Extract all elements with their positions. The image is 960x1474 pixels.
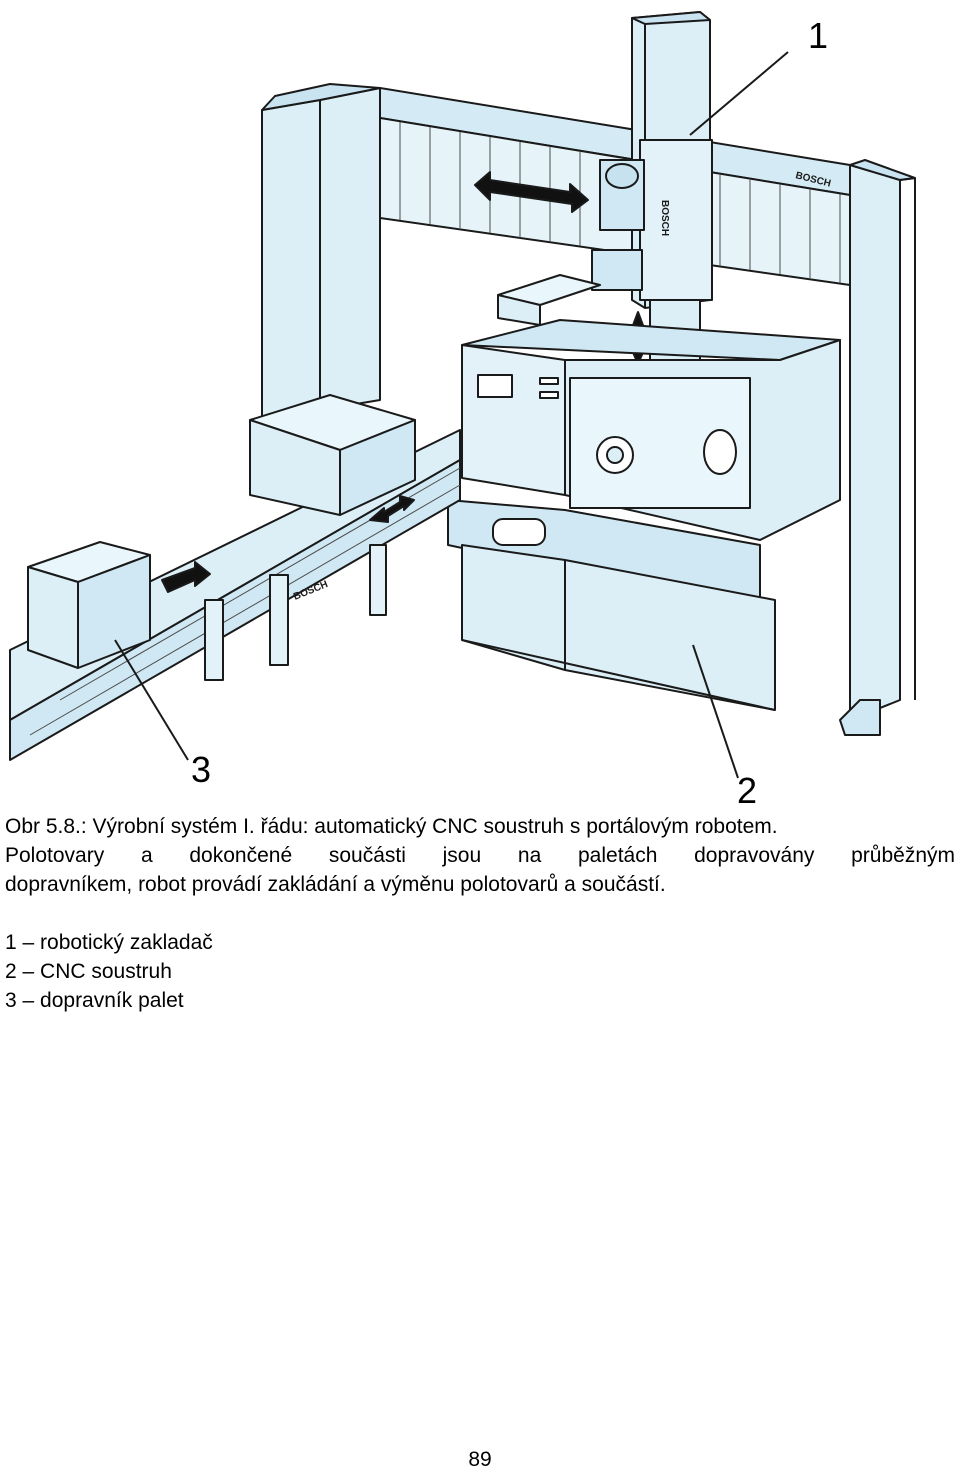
cnc-lathe [447,319,841,711]
pallet-conveyor [9,274,601,761]
legend-item: 1 – robotický zakladač [5,931,213,954]
caption-title: Obr 5.8.: Výrobní systém I. řádu: automa… [5,815,778,838]
illustration-drawing: BOSCH BOSCH BOSCH [9,11,916,779]
page-number: 89 [468,1448,492,1471]
figure-caption: Obr 5.8.: Výrobní systém I. řádu: automa… [5,812,955,899]
legend-item: 2 – CNC soustruh [5,960,172,983]
callout-leaders [114,51,789,779]
robot-vertical-axis [474,11,713,441]
callout-3: 3 [191,749,212,790]
legend-item: 3 – dopravník palet [5,989,184,1012]
callout-2: 2 [737,770,758,811]
caption-text-line-2: dopravníkem, robot provádí zakládání a v… [5,873,666,896]
caption-text-line-1: Polotovary a dokončené součásti jsou na … [5,844,955,867]
brand-mark-robot: BOSCH [659,200,670,236]
callout-1: 1 [808,15,829,56]
figure-legend: 1 – robotický zakladač 2 – CNC soustruh … [5,928,213,1015]
illustration-cnc-lathe-with-gantry-robot: BOSCH BOSCH BOSCH 1 2 3 [9,11,916,811]
